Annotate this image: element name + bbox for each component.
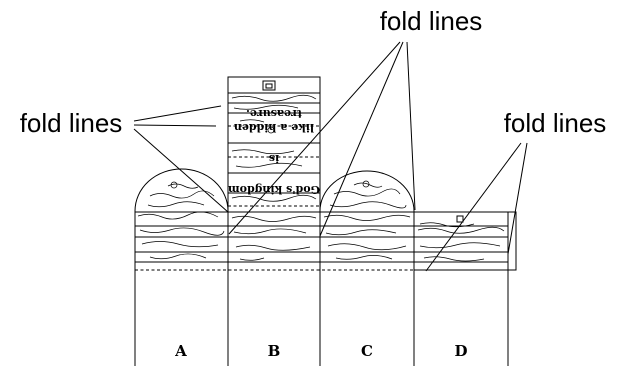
- lid-text-line2: is: [269, 152, 279, 165]
- lid-text: God's kingdom is like a hidden treasure.: [228, 107, 320, 196]
- lid-end-c: [319, 170, 415, 212]
- lid-top-outline: [227, 76, 321, 213]
- lid-text-line4: treasure.: [246, 107, 302, 120]
- box-body: A B C D: [134, 205, 509, 366]
- flap-clasp: [456, 215, 464, 223]
- callout-right-text: fold lines: [504, 108, 607, 138]
- lid-top: God's kingdom is like a hidden treasure.: [227, 76, 321, 213]
- lid-text-line1: God's kingdom: [228, 183, 320, 196]
- panel-label-b: B: [268, 342, 281, 360]
- plank-lines: [135, 225, 508, 263]
- callout-top-text: fold lines: [380, 6, 483, 36]
- panel-label-a: A: [174, 342, 187, 360]
- callout-right: fold lines: [425, 108, 607, 272]
- lid-text-line3: like a hidden: [234, 121, 314, 134]
- panel-label-d: D: [454, 342, 467, 360]
- clasp: [262, 80, 276, 91]
- flap-outline: [413, 211, 517, 271]
- lid-flap-d: [413, 211, 517, 271]
- callout-left: fold lines: [20, 105, 229, 213]
- lid-end-a: [134, 168, 229, 212]
- panel-label-c: C: [361, 342, 373, 360]
- callout-left-text: fold lines: [20, 108, 123, 138]
- callout-top: fold lines: [228, 6, 483, 237]
- wood-grain: [137, 211, 505, 262]
